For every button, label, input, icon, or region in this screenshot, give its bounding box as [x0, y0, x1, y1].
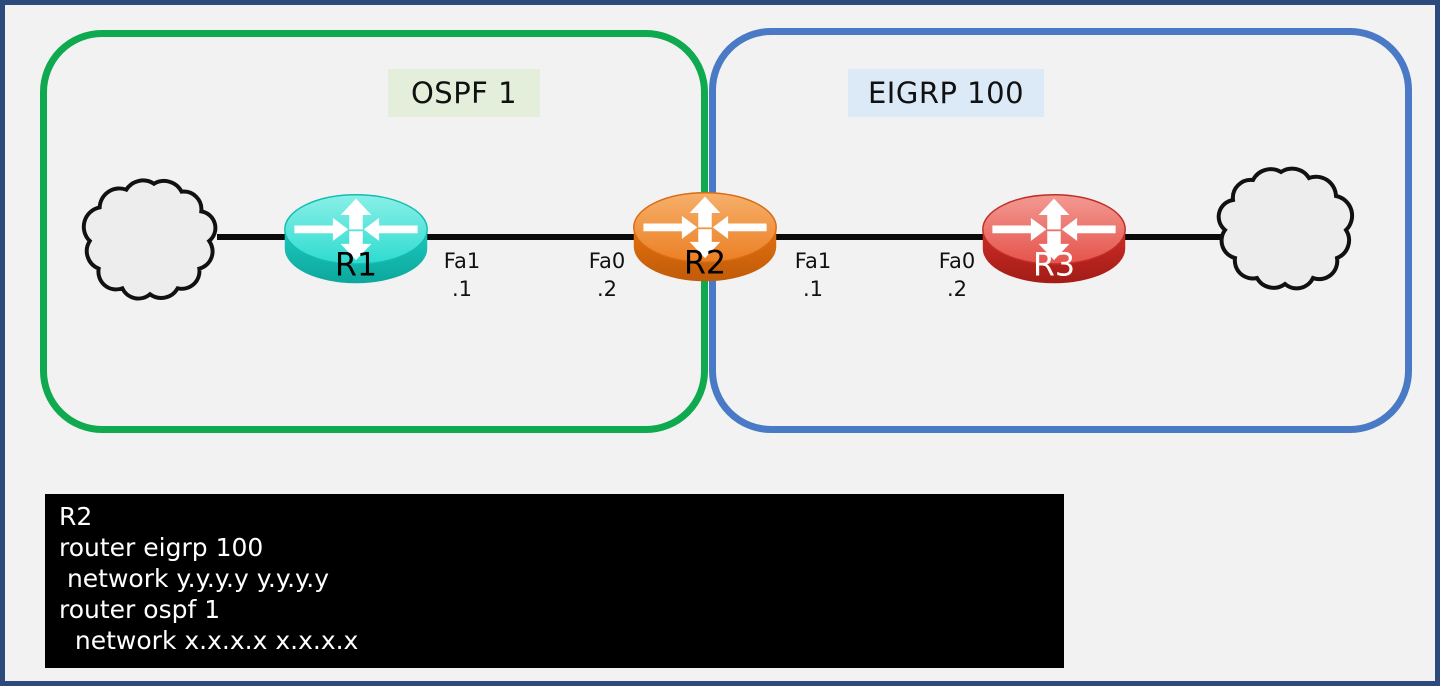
interface-name: Fa1: [443, 249, 481, 273]
cloud-right-icon: [1216, 166, 1355, 291]
router-r3: R3: [982, 194, 1126, 284]
console-line: router ospf 1: [59, 595, 221, 624]
router-label: R2: [684, 246, 726, 282]
config-console: R2 router eigrp 100 network y.y.y.y y.y.…: [45, 494, 1064, 668]
router-arrows-icon: [992, 198, 1116, 261]
console-line: network x.x.x.x x.x.x.x: [59, 626, 359, 655]
interface-name: Fa0: [588, 249, 626, 273]
interface-label-r1-fa1: Fa1 .1: [430, 247, 494, 303]
interface-name: Fa0: [938, 249, 976, 273]
zone-label-ospf-text: OSPF 1: [410, 76, 518, 110]
router-r1: R1: [284, 194, 428, 284]
cloud-left-icon: [81, 178, 218, 301]
zone-label-eigrp-text: EIGRP 100: [867, 76, 1025, 110]
interface-label-r3-fa0: Fa0 .2: [925, 247, 989, 303]
interface-addr: .1: [451, 277, 473, 301]
router-arrows-icon: [294, 198, 418, 261]
router-label: R3: [1033, 248, 1075, 284]
interface-addr: .1: [802, 277, 824, 301]
interface-label-r2-fa0: Fa0 .2: [575, 247, 639, 303]
console-line: router eigrp 100: [59, 533, 264, 562]
zone-label-ospf: OSPF 1: [388, 69, 540, 117]
router-arrows-icon: [643, 196, 767, 259]
interface-name: Fa1: [794, 249, 832, 273]
console-line: network y.y.y.y y.y.y.y: [59, 564, 330, 593]
interface-addr: .2: [946, 277, 968, 301]
router-label: R1: [335, 248, 377, 284]
interface-addr: .2: [596, 277, 618, 301]
zone-label-eigrp: EIGRP 100: [848, 69, 1044, 117]
interface-label-r2-fa1: Fa1 .1: [781, 247, 845, 303]
console-line: R2: [59, 502, 93, 531]
router-r2: R2: [633, 192, 777, 282]
